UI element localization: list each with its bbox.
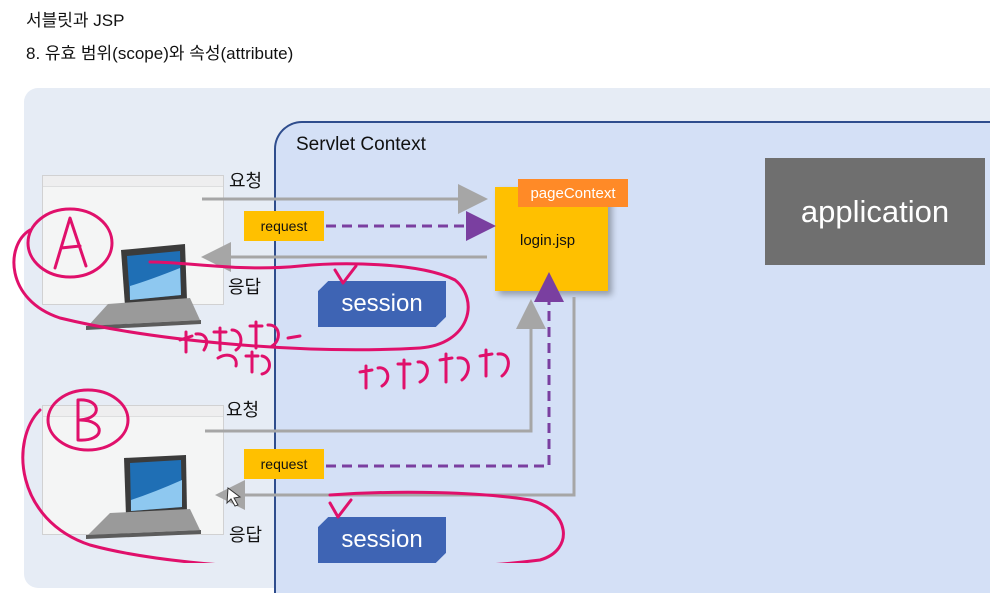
client-b-request-box: request: [244, 449, 324, 479]
lecture-subtitle: 8. 유효 범위(scope)와 속성(attribute): [26, 44, 294, 63]
client-a-response-label: 응답: [228, 277, 262, 297]
application-label: application: [800, 193, 950, 229]
lecture-title: 서블릿과 JSP: [26, 11, 125, 30]
client-a-session-box: session: [318, 281, 446, 327]
handwritten-annotations: [12, 207, 565, 563]
client-b-request-label: 요청: [226, 400, 260, 420]
client-b-session-label: session: [341, 526, 423, 553]
cursor-icon: [226, 487, 242, 507]
client-b-request-box-label: request: [260, 456, 308, 472]
page-context-label: pageContext: [530, 184, 616, 202]
client-a-session-label: session: [341, 290, 423, 317]
client-b-session-box: session: [318, 517, 446, 563]
application-box: application: [765, 158, 985, 265]
client-a-request-box: request: [244, 211, 324, 241]
client-b-request-arrow: [205, 299, 546, 433]
jsp-label: login.jsp: [520, 232, 576, 249]
laptop-icon: [86, 244, 201, 330]
diagram-overlay: [12, 184, 576, 563]
client-a-request-box-label: request: [260, 218, 308, 234]
servlet-context-label: Servlet Context: [296, 134, 426, 155]
page-context-box: pageContext: [518, 179, 628, 207]
laptop-icon: [86, 455, 201, 539]
client-a-request-label: 요청: [229, 171, 263, 191]
client-b-response-label: 응답: [229, 525, 263, 545]
